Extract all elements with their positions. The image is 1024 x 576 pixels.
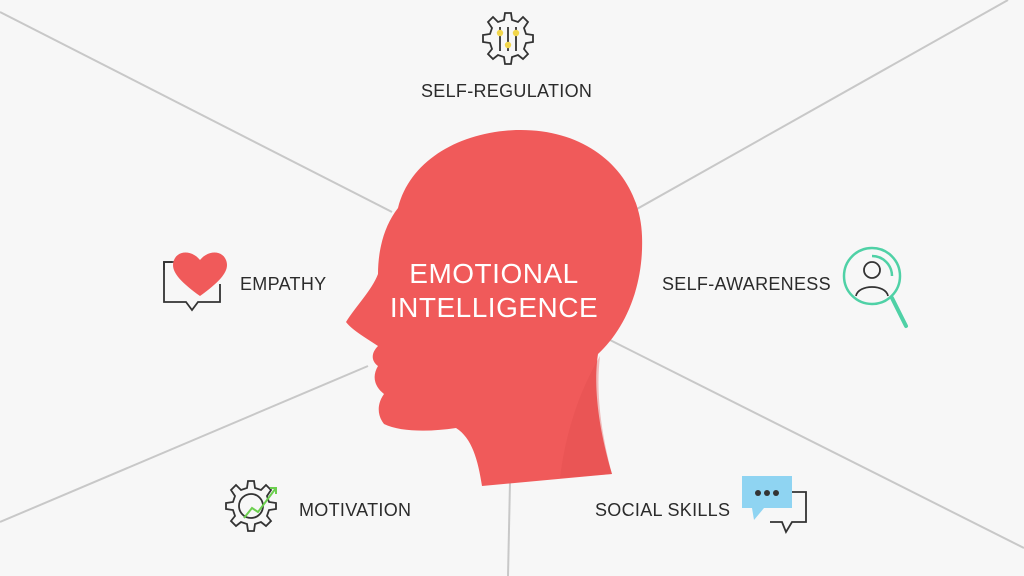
center-title: EMOTIONAL INTELLIGENCE [376,257,612,325]
person-magnifier-icon [842,246,908,328]
label-motivation: MOTIVATION [299,500,412,520]
gear-growth-icon [225,480,277,532]
divider-line-bottom-left [0,365,369,523]
divider-line-bottom-right [609,339,1024,549]
center-title-line-1: EMOTIONAL [409,258,579,289]
label-self-regulation: SELF-REGULATION [421,81,593,101]
head-shading [560,356,612,478]
label-social-skills: SOCIAL SKILLS [595,500,731,520]
divider-line-top-right [627,0,1009,215]
label-empathy: EMPATHY [240,274,327,294]
divider-line-top-left [0,11,393,213]
chat-bubbles-icon [742,476,807,535]
center-title-line-2: INTELLIGENCE [389,292,599,323]
divider-line-bottom [507,481,511,576]
heart-frame-icon [163,252,227,312]
head-silhouette [346,129,643,486]
gear-sliders-icon [482,12,534,65]
label-self-awareness: SELF-AWARENESS [662,274,831,294]
